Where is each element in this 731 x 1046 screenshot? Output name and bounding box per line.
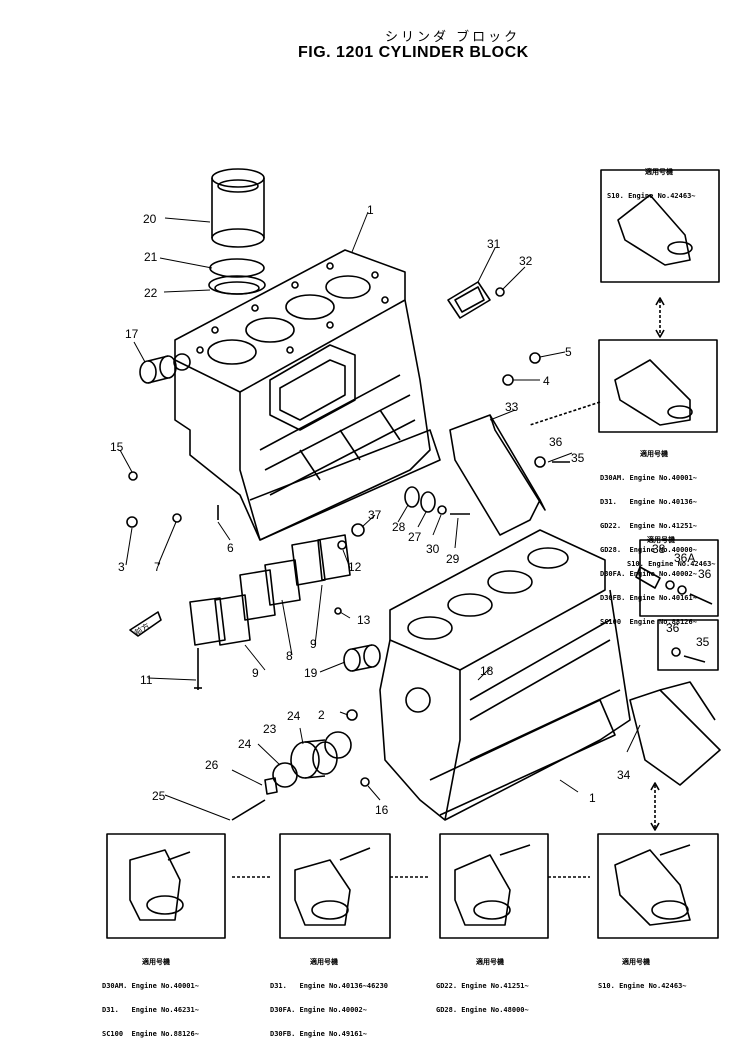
inset-bottom-4 xyxy=(597,833,719,939)
callout-19: 19 xyxy=(304,666,318,680)
inset-bottom-1 xyxy=(106,833,226,939)
callout-32: 32 xyxy=(519,254,533,268)
plug-15 xyxy=(128,471,138,481)
callout-35a: 35 xyxy=(571,451,585,465)
callout-1b: 1 xyxy=(589,791,596,805)
callout-37: 37 xyxy=(368,508,382,522)
pin-12 xyxy=(337,540,347,550)
callout-38: 38 xyxy=(652,542,666,556)
cover-plate-31 xyxy=(447,281,491,319)
callout-36A: 36A xyxy=(674,551,695,565)
callout-36c: 36 xyxy=(698,567,712,581)
washer-26 xyxy=(264,777,278,795)
callout-6: 6 xyxy=(227,541,234,555)
cover-23 xyxy=(290,739,338,779)
callout-34: 34 xyxy=(617,768,631,782)
bracket-34 xyxy=(629,681,721,786)
callout-20: 20 xyxy=(143,212,157,226)
lower-cylinder-block xyxy=(346,529,631,821)
callout-23: 23 xyxy=(263,722,277,736)
callout-35b: 35 xyxy=(696,635,710,649)
bush-17 xyxy=(139,355,177,384)
callout-17: 17 xyxy=(125,327,139,341)
washer-36 xyxy=(534,456,546,468)
inset-right-middle xyxy=(598,339,718,433)
cylinder-block-diagram: 1 2 3 4 5 6 7 8 9 9 11 12 13 15 16 17 18… xyxy=(106,168,721,939)
gasket-24-b xyxy=(272,762,298,788)
caption-bottom-1: 適用号機 D30AM. Engine No.40001~ D31. Engine… xyxy=(102,958,199,1038)
bolt-25 xyxy=(231,799,266,821)
bearing-caps xyxy=(189,534,351,646)
callout-11: 11 xyxy=(140,673,153,687)
callout-12: 12 xyxy=(348,560,362,574)
japanese-title: シリンダ ブロック xyxy=(385,30,521,45)
gasket-24-a xyxy=(324,731,352,759)
caption-bottom-2: 適用号機 D31. Engine No.40136~46230 D30FA. E… xyxy=(270,958,389,1038)
caption-bottom-3: 適用号機 GD22. Engine No.41251~ GD28. Engine… xyxy=(436,958,529,1014)
callout-31: 31 xyxy=(487,237,501,251)
callout-3: 3 xyxy=(118,560,125,574)
inset-bottom-3 xyxy=(439,833,549,939)
upper-cylinder-block xyxy=(173,249,441,541)
callout-29: 29 xyxy=(446,552,460,566)
pin-13 xyxy=(334,607,342,615)
callout-24a: 24 xyxy=(287,709,301,723)
plug-7 xyxy=(172,513,182,523)
gasket-28 xyxy=(404,486,420,508)
inset-bottom-2 xyxy=(279,833,391,939)
gasket-27 xyxy=(420,491,436,513)
callout-9b: 9 xyxy=(252,666,259,680)
callout-18: 18 xyxy=(480,664,494,678)
figure-title: FIG. 1201 CYLINDER BLOCK xyxy=(298,44,529,61)
bracket-33 xyxy=(449,414,546,536)
plug-2 xyxy=(346,709,358,721)
callout-9a: 9 xyxy=(310,637,317,651)
callout-8: 8 xyxy=(286,649,293,663)
caption-top-right: 適用号機 S10. Engine No.42463~ xyxy=(607,168,696,200)
callout-21: 21 xyxy=(144,250,158,264)
liner-o-ring xyxy=(209,258,265,278)
callout-33: 33 xyxy=(505,400,519,414)
bush-19 xyxy=(343,644,381,672)
callout-1: 1 xyxy=(367,203,374,217)
callout-28: 28 xyxy=(392,520,406,534)
callout-15: 15 xyxy=(110,440,124,454)
callout-7: 7 xyxy=(154,560,161,574)
washer-30 xyxy=(437,505,447,515)
callout-5: 5 xyxy=(565,345,572,359)
callout-25: 25 xyxy=(152,789,166,803)
cylinder-liner xyxy=(211,168,265,248)
arrow-to-bracket xyxy=(529,401,601,426)
callout-13: 13 xyxy=(357,613,371,627)
front-direction-arrow xyxy=(129,611,162,637)
leader-lines xyxy=(119,211,641,821)
callout-16: 16 xyxy=(375,803,389,817)
callout-2: 2 xyxy=(318,708,325,722)
plug-3 xyxy=(126,516,138,528)
callout-22: 22 xyxy=(144,286,158,300)
callout-26: 26 xyxy=(205,758,219,772)
plug-37 xyxy=(351,523,365,537)
callout-36b: 36 xyxy=(666,621,680,635)
caption-bottom-4: 適用号機 S10. Engine No.42463~ xyxy=(598,958,687,990)
callout-36a: 36 xyxy=(549,435,563,449)
plug-4 xyxy=(502,374,514,386)
caption-right-below: 適用号機 S10. Engine No.42463~ xyxy=(627,536,716,568)
callout-24b: 24 xyxy=(238,737,252,751)
bolt-32 xyxy=(495,287,505,297)
bolt-set-36-35 xyxy=(671,647,706,663)
inset-top-right xyxy=(600,169,720,283)
inset-right-small xyxy=(657,619,719,671)
callout-4: 4 xyxy=(543,374,550,388)
callout-30: 30 xyxy=(426,542,440,556)
callout-27: 27 xyxy=(408,530,422,544)
bolt-set-38 xyxy=(635,566,713,605)
plug-16 xyxy=(360,777,370,787)
caption-right-middle: 適用号機 D30AM. Engine No.40001~ D31. Engine… xyxy=(600,450,697,626)
inset-right-below xyxy=(639,539,719,617)
plug-5 xyxy=(529,352,541,364)
